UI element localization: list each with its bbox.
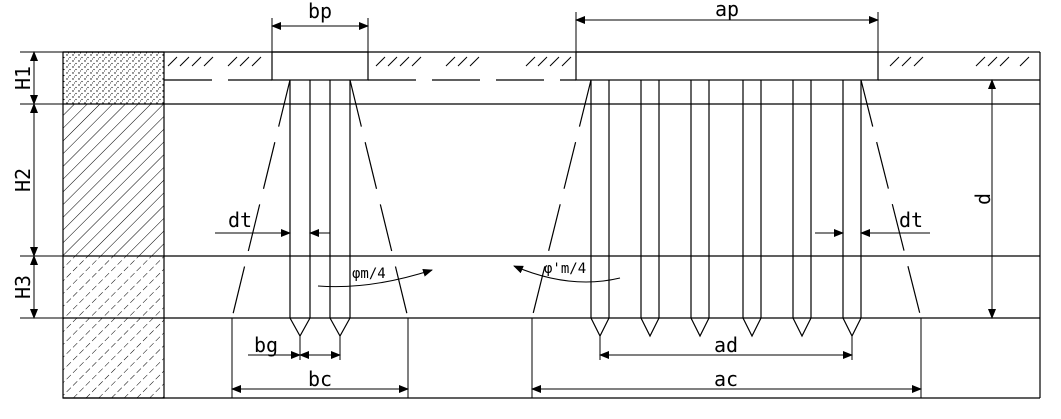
spread-line-left: [531, 79, 592, 319]
dimension-bg: bg: [248, 333, 341, 360]
dimension-dt-left: dt: [215, 208, 330, 237]
pile: [690, 80, 710, 338]
label-dt-right: dt: [899, 208, 923, 232]
pile: [842, 80, 862, 338]
pile: [792, 80, 812, 338]
left-pile-cap: [271, 51, 369, 81]
dimension-layers: H1 H2 H3: [11, 51, 63, 319]
angle-left: φm/4: [317, 266, 433, 288]
dimension-ac: ac: [531, 367, 922, 393]
label-ap: ap: [715, 0, 739, 21]
layer-h3-fill: [63, 256, 164, 398]
label-phi-right: φ'm/4: [544, 261, 586, 277]
label-ac: ac: [714, 367, 738, 391]
dimension-d: d: [971, 79, 996, 319]
label-bp: bp: [308, 0, 332, 23]
label-d: d: [971, 193, 995, 205]
label-h3: H3: [11, 275, 35, 299]
spread-line-left: [231, 79, 291, 319]
pile: [329, 80, 351, 338]
label-bg: bg: [254, 333, 278, 357]
angle-right: φ'm/4: [513, 261, 621, 283]
pile: [742, 80, 762, 338]
spread-line-right: [860, 79, 922, 319]
ground-hatch-marks: [167, 56, 1030, 67]
right-pile-cap: [575, 51, 879, 81]
label-ad: ad: [714, 333, 738, 357]
pile: [590, 80, 610, 338]
label-h2: H2: [11, 168, 35, 192]
label-dt-left: dt: [228, 208, 252, 232]
dimension-bp: bp: [271, 0, 369, 52]
dimension-bc: bc: [231, 367, 409, 393]
label-bc: bc: [308, 367, 332, 391]
layer-lines: [63, 51, 1041, 399]
label-phi-left: φm/4: [352, 266, 386, 282]
dimension-dt-right: dt: [815, 208, 930, 237]
layer-h1-fill: [63, 52, 164, 104]
pile: [640, 80, 660, 338]
dimension-ap: ap: [575, 0, 879, 52]
pile: [289, 80, 311, 338]
spread-line-right: [349, 79, 409, 319]
layer-h2-fill: [63, 104, 164, 256]
soil-column: [62, 51, 165, 399]
dimension-ad: ad: [599, 333, 853, 360]
label-h1: H1: [11, 66, 35, 90]
